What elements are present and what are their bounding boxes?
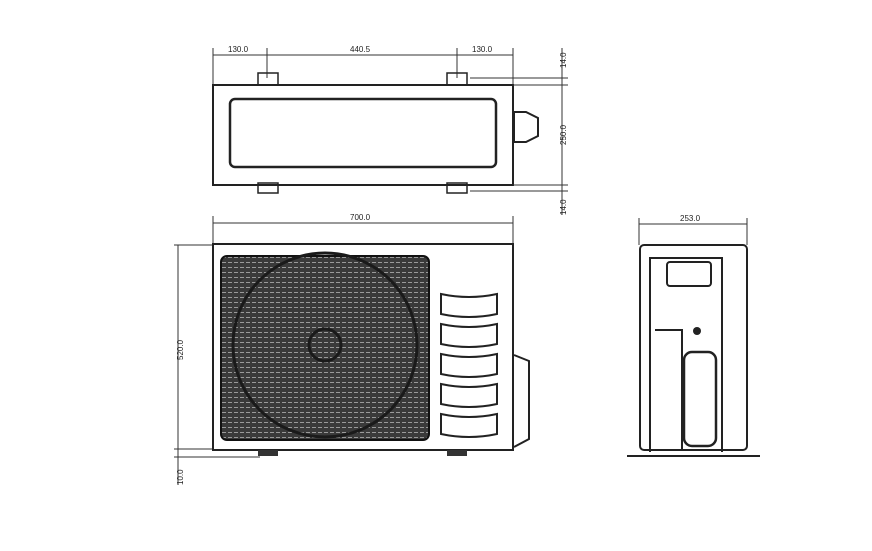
louver — [440, 322, 498, 348]
fan-guard-ring — [231, 251, 419, 439]
fan-hub — [307, 327, 343, 363]
louver — [440, 352, 498, 378]
mounting-tab — [257, 72, 279, 86]
dim-left-offset: 130.0 — [228, 45, 249, 54]
valve-cover — [682, 350, 718, 448]
dim-width: 700.0 — [350, 213, 371, 222]
service-port — [693, 327, 701, 335]
top-view-panel — [228, 97, 498, 169]
dim-side-depth: 253.0 — [680, 214, 701, 223]
louver — [440, 292, 498, 318]
louver — [440, 412, 498, 438]
dim-bottom-margin: 14.0 — [559, 199, 568, 215]
side-view: 253.0 — [627, 214, 760, 457]
side-view-body — [639, 244, 748, 451]
fan-grille — [220, 255, 430, 441]
dim-height: 520.0 — [176, 339, 185, 360]
louver — [440, 382, 498, 408]
foot — [447, 450, 467, 456]
valve-cover — [513, 354, 530, 448]
front-view: 700.0 520.0 10.0 — [174, 213, 530, 485]
foot — [258, 450, 278, 456]
handle — [666, 261, 712, 287]
dim-foot-height: 10.0 — [176, 469, 185, 485]
louvers — [440, 292, 498, 438]
dim-top-margin: 14.0 — [559, 52, 568, 68]
mounting-tab — [257, 182, 279, 194]
front-view-body — [212, 243, 514, 451]
dim-right-offset: 130.0 — [472, 45, 493, 54]
valve-cover — [513, 111, 539, 143]
top-view: 130.0 440.5 130.0 14.0 250.0 14.0 — [212, 45, 568, 215]
dim-depth: 250.0 — [559, 124, 568, 145]
dim-hole-spacing: 440.5 — [350, 45, 371, 54]
mounting-tab — [446, 182, 468, 194]
